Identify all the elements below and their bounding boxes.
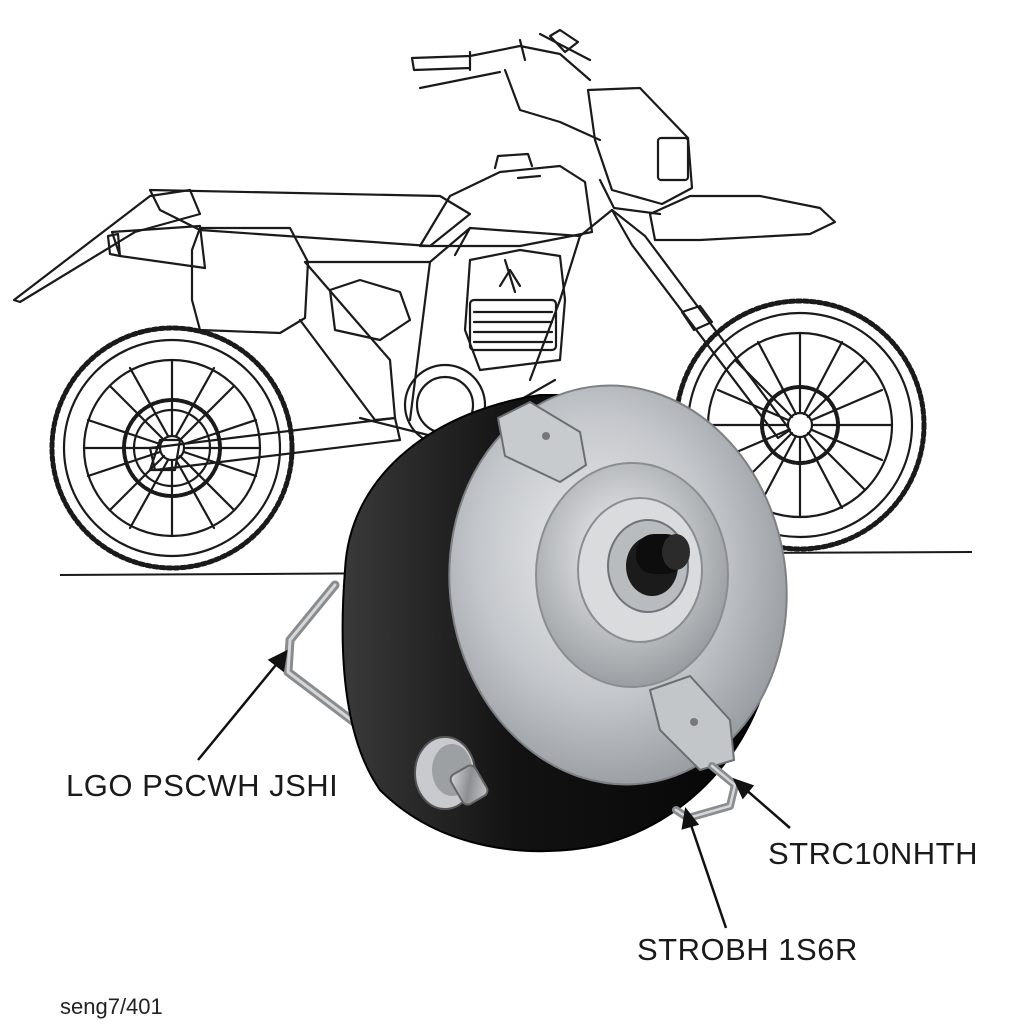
frame [298,208,614,422]
arrow-bottom [688,821,728,929]
mount-cap [414,736,489,810]
front-fork [610,208,792,440]
exhaust [110,224,207,270]
caption-text: seng7/401 [60,994,163,1019]
rear-wheel [49,325,295,571]
arrow-right [743,787,791,829]
headlight-cover [586,86,694,206]
label-right: STRC10NHTH [768,836,978,871]
motor-icon [283,384,788,853]
front-fender [648,194,837,242]
fuel-tank [418,164,594,248]
label-left: LGO PSCWH JSHI [66,768,339,803]
seat [148,188,472,248]
handlebar [410,32,602,142]
label-bottom: STROBH 1S6R [637,932,858,967]
shaft [626,534,690,596]
leader-lines [197,649,791,929]
motorcycle-icon [12,28,927,571]
rear-fender [12,188,202,304]
side-plate [190,226,310,335]
arrow-left [197,659,281,761]
top-tab [496,400,588,484]
